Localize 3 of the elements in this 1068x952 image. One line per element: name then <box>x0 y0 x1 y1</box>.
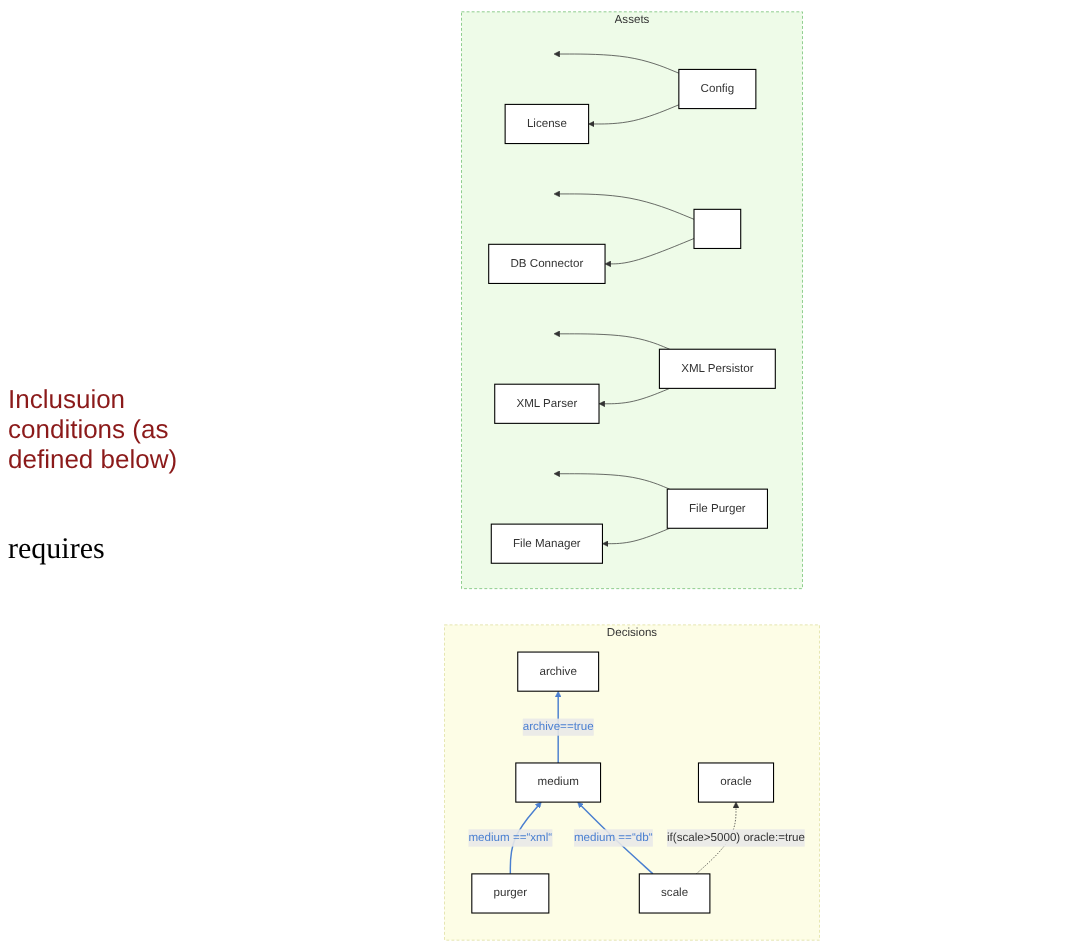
note-text: Inclusuion conditions (as defined below) <box>8 384 180 474</box>
axis-note: requires <box>8 534 107 568</box>
node-box <box>693 208 742 250</box>
